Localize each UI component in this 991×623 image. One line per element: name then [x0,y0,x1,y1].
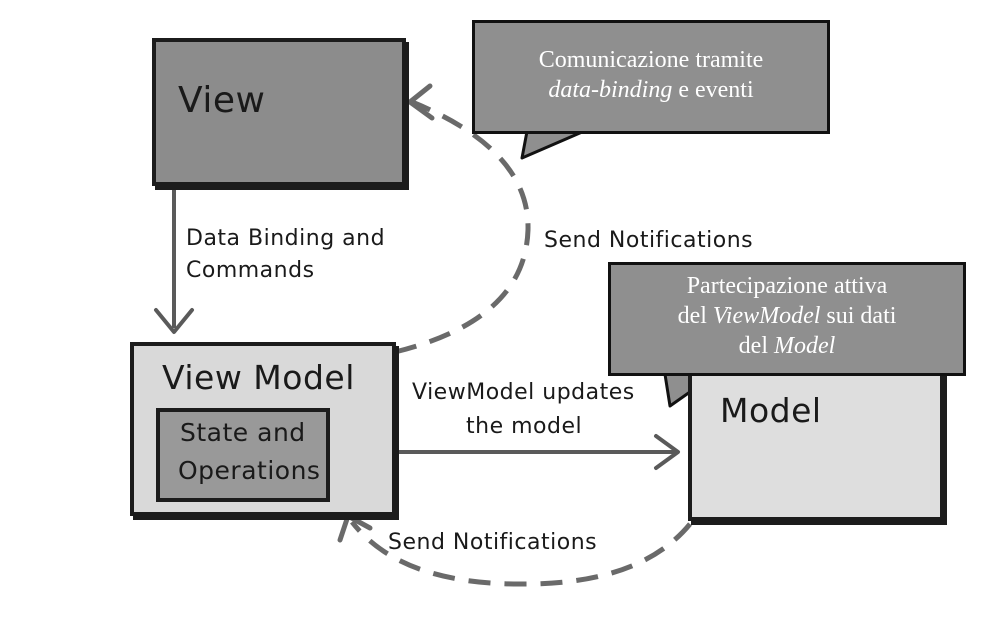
callout-communication: Comunicazione tramite data-binding e eve… [472,20,830,134]
vm-updates-arrowhead [654,434,680,470]
callout-top-line2: data-binding e eventi [475,75,827,105]
data-binding-arrowhead [154,308,194,334]
callout-right-line3-prefix: del [738,333,774,359]
send-notifications-top-arrow [394,99,531,355]
callout-right-line2-emphasis: ViewModel [712,303,821,329]
view-box: View [152,38,406,186]
view-label: View [178,80,266,121]
send-notifications-bottom-arrowhead [337,513,373,543]
callout-right-line2-prefix: del [677,303,713,329]
callout-top-line2-emphasis: data-binding [548,77,673,103]
callout-participation: Partecipazione attiva del ViewModel sui … [608,262,966,376]
callout-right-line2-suffix: sui dati [820,303,897,329]
viewmodel-box: View Model State and Operations [130,342,396,516]
model-box: Model [688,365,944,521]
viewmodel-label: View Model [162,358,355,397]
data-binding-label-line1: Data Binding and [186,226,386,251]
callout-right-line2: del ViewModel sui dati [611,301,963,331]
callout-right-line3: del Model [611,331,963,361]
callout-top-line2-rest: e eventi [672,77,754,103]
vm-updates-label-line2: the model [466,414,583,439]
callout-right-line3-emphasis: Model [774,333,836,359]
send-notifications-top-label: Send Notifications [544,228,754,253]
callout-top-line1: Comunicazione tramite [538,47,764,73]
send-notifications-top-arrowhead [407,83,435,121]
vm-updates-label-line1: ViewModel updates [412,380,635,405]
state-operations-box: State and Operations [156,408,330,502]
model-label: Model [720,391,822,430]
send-notifications-bottom-label: Send Notifications [388,530,598,555]
send-notifications-bottom-arrow [350,520,692,587]
data-binding-label-line2: Commands [186,258,315,283]
state-operations-line1: State and [180,418,306,447]
state-operations-line2: Operations [178,456,321,485]
callout-right-line1: Partecipazione attiva [686,273,888,299]
